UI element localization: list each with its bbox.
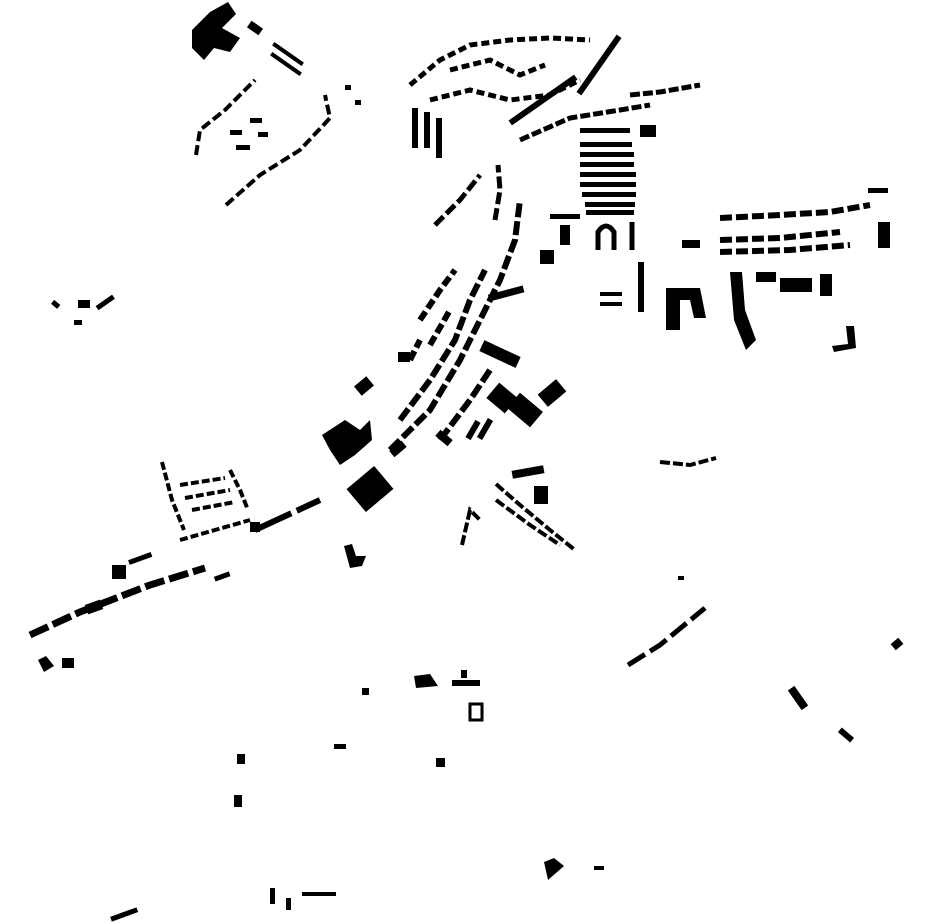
building bbox=[236, 145, 250, 150]
building bbox=[580, 172, 636, 177]
building bbox=[110, 907, 139, 922]
building bbox=[678, 576, 684, 580]
building bbox=[682, 240, 700, 248]
building bbox=[270, 888, 275, 904]
building bbox=[595, 222, 635, 250]
building bbox=[112, 565, 126, 579]
building bbox=[594, 866, 604, 870]
building bbox=[355, 100, 361, 105]
buildings bbox=[28, 2, 904, 922]
building bbox=[74, 320, 82, 325]
building bbox=[576, 34, 622, 96]
building bbox=[461, 670, 467, 678]
building-row bbox=[253, 497, 322, 533]
building bbox=[638, 262, 644, 312]
building bbox=[346, 465, 394, 513]
building bbox=[272, 42, 304, 66]
building bbox=[246, 20, 264, 36]
building-row bbox=[518, 82, 701, 143]
building bbox=[508, 74, 578, 126]
building bbox=[487, 285, 525, 302]
building bbox=[479, 340, 521, 368]
building bbox=[345, 85, 351, 90]
building bbox=[580, 128, 630, 133]
building-row bbox=[626, 606, 707, 668]
building-row bbox=[407, 268, 458, 362]
building bbox=[62, 658, 74, 668]
building bbox=[550, 214, 580, 219]
building bbox=[468, 702, 484, 722]
building bbox=[868, 188, 888, 193]
building bbox=[465, 419, 481, 441]
building bbox=[95, 294, 115, 311]
building bbox=[580, 182, 636, 187]
building bbox=[837, 727, 855, 743]
building bbox=[580, 162, 634, 167]
building bbox=[537, 379, 567, 407]
building-ring bbox=[194, 78, 333, 207]
building bbox=[38, 656, 54, 672]
building bbox=[890, 637, 904, 651]
building bbox=[580, 152, 634, 157]
building bbox=[51, 299, 61, 309]
building bbox=[362, 688, 369, 695]
building bbox=[435, 429, 453, 447]
building bbox=[234, 795, 242, 807]
building bbox=[585, 202, 635, 207]
building bbox=[258, 132, 268, 137]
building bbox=[250, 522, 260, 532]
building bbox=[389, 440, 407, 458]
building bbox=[507, 392, 543, 428]
building bbox=[540, 250, 554, 264]
building bbox=[286, 898, 291, 910]
building bbox=[580, 142, 632, 147]
building-row bbox=[460, 456, 717, 552]
building-row bbox=[433, 164, 503, 227]
building bbox=[230, 130, 242, 135]
building bbox=[600, 302, 622, 306]
building bbox=[78, 300, 90, 308]
building bbox=[237, 754, 245, 764]
building bbox=[511, 465, 545, 479]
building bbox=[666, 288, 706, 330]
building bbox=[213, 571, 231, 582]
building bbox=[250, 118, 262, 123]
building bbox=[586, 210, 634, 215]
building bbox=[412, 108, 418, 148]
building bbox=[128, 552, 153, 565]
building bbox=[878, 222, 890, 248]
building-row bbox=[28, 564, 207, 639]
building bbox=[582, 192, 636, 197]
building bbox=[334, 744, 346, 749]
building bbox=[192, 2, 240, 60]
building bbox=[560, 225, 570, 245]
building bbox=[84, 599, 104, 615]
building bbox=[780, 278, 812, 292]
building bbox=[452, 680, 480, 686]
building bbox=[398, 352, 410, 362]
building bbox=[476, 417, 494, 441]
building bbox=[534, 486, 548, 504]
building-row bbox=[387, 199, 523, 453]
building bbox=[344, 544, 366, 568]
building bbox=[302, 892, 336, 896]
building bbox=[820, 274, 832, 296]
building bbox=[322, 420, 372, 465]
building bbox=[787, 685, 809, 711]
building bbox=[730, 272, 756, 350]
building bbox=[832, 326, 856, 352]
building bbox=[640, 125, 656, 137]
building bbox=[414, 674, 438, 688]
building bbox=[756, 272, 776, 282]
building bbox=[436, 118, 442, 158]
building bbox=[436, 758, 445, 767]
building bbox=[424, 112, 430, 148]
building-row bbox=[719, 202, 871, 255]
building bbox=[270, 52, 302, 76]
building bbox=[544, 858, 564, 880]
building bbox=[354, 376, 374, 396]
building bbox=[600, 292, 622, 296]
building-row bbox=[160, 461, 251, 542]
